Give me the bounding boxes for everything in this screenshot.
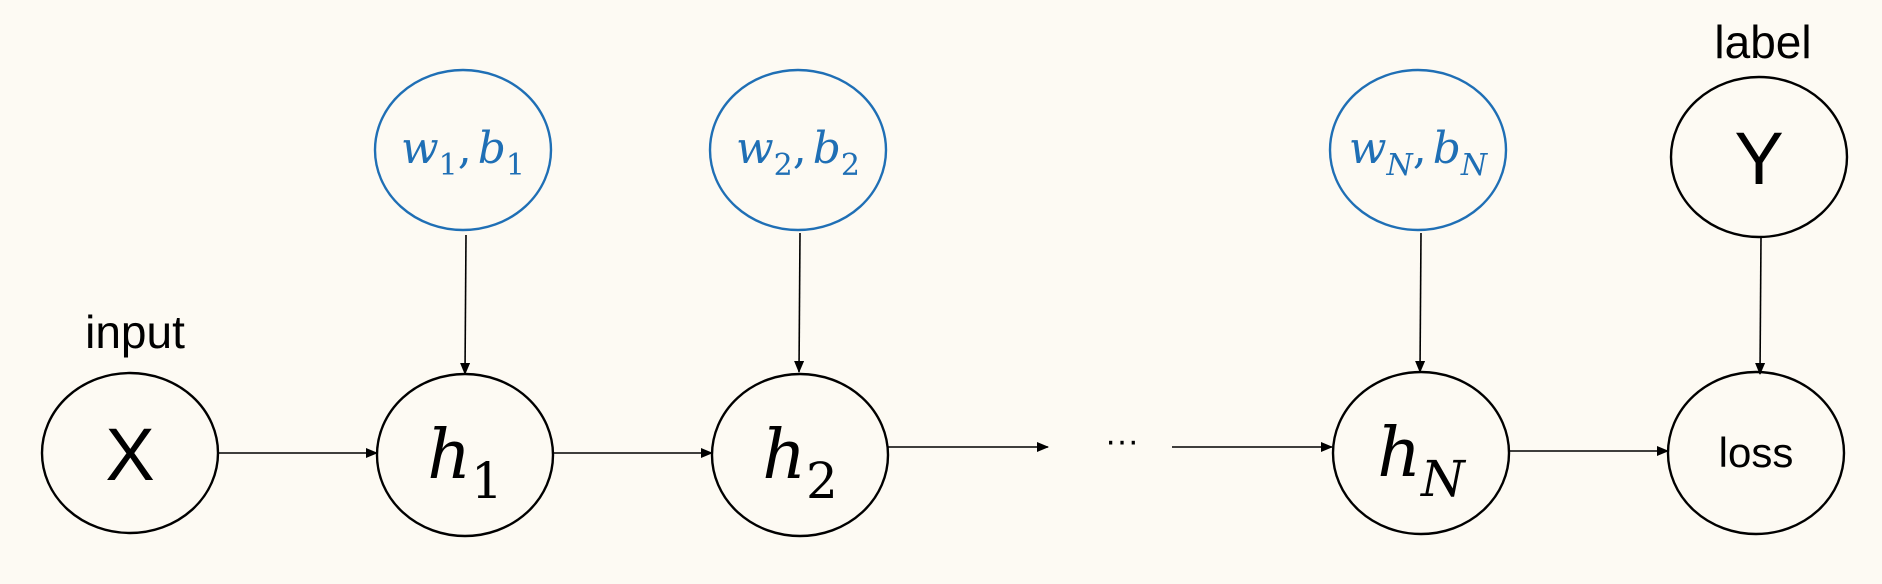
- input-caption: input: [85, 306, 185, 358]
- b2-symbol: b: [813, 123, 841, 174]
- hidden-node-h2: h2: [710, 372, 890, 538]
- edge-y-to-loss: [1755, 236, 1766, 375]
- bN-subscript: N: [1460, 148, 1489, 183]
- param-node-w2-b2-label: w2,b2: [736, 123, 860, 183]
- param-node-w1-b1-label: w1,b1: [401, 123, 525, 183]
- input-node-x: X: [40, 371, 220, 535]
- param-node-w2-b2-ellipse: [708, 68, 888, 232]
- pN-separator: ,: [1413, 123, 1427, 174]
- edge-paramN-to-hN: [1415, 232, 1426, 373]
- hN-base: h: [1377, 414, 1421, 493]
- h2-subscript: 2: [806, 452, 838, 510]
- w2-symbol: w: [736, 123, 774, 174]
- param-node-wN-bN-label: wN,bN: [1349, 123, 1489, 183]
- wN-symbol: w: [1349, 123, 1387, 174]
- hidden-node-h1-label: h1: [427, 416, 503, 510]
- label-node-y-text: Y: [1734, 117, 1783, 200]
- w2-subscript: 2: [774, 148, 793, 183]
- loss-node: loss: [1666, 370, 1846, 536]
- loss-node-text: loss: [1719, 429, 1794, 476]
- hidden-node-h1: h1: [375, 372, 555, 538]
- param-node-w1-b1-ellipse: [373, 68, 553, 232]
- w1-symbol: w: [401, 123, 439, 174]
- param-node-w2-b2: w2,b2: [708, 68, 888, 232]
- hidden-node-hN: hN: [1331, 370, 1511, 536]
- edge-param2-to-h2: [794, 232, 805, 373]
- b1-symbol: b: [478, 123, 506, 174]
- hidden-node-hN-label: hN: [1377, 414, 1467, 508]
- bN-symbol: b: [1433, 123, 1461, 174]
- edge-param1-to-h1: [460, 234, 471, 375]
- hidden-node-h2-label: h2: [762, 416, 838, 510]
- w1-subscript: 1: [439, 148, 458, 183]
- param-node-w1-b1: w1,b1: [373, 68, 553, 232]
- wN-subscript: N: [1386, 148, 1415, 183]
- param-node-wN-bN: wN,bN: [1328, 68, 1508, 232]
- label-caption: label: [1714, 16, 1811, 68]
- input-node-x-text: X: [105, 413, 154, 496]
- param-node-wN-bN-ellipse: [1328, 68, 1508, 232]
- h2-base: h: [762, 416, 806, 495]
- ellipsis-text: ···: [1105, 422, 1139, 460]
- b2-subscript: 2: [841, 148, 860, 183]
- hN-subscript: N: [1420, 450, 1467, 508]
- label-node-y: Y: [1669, 75, 1849, 239]
- h1-subscript: 1: [471, 452, 503, 510]
- h1-base: h: [427, 416, 471, 495]
- p1-separator: ,: [458, 123, 472, 174]
- b1-subscript: 1: [506, 148, 525, 183]
- p2-separator: ,: [793, 123, 807, 174]
